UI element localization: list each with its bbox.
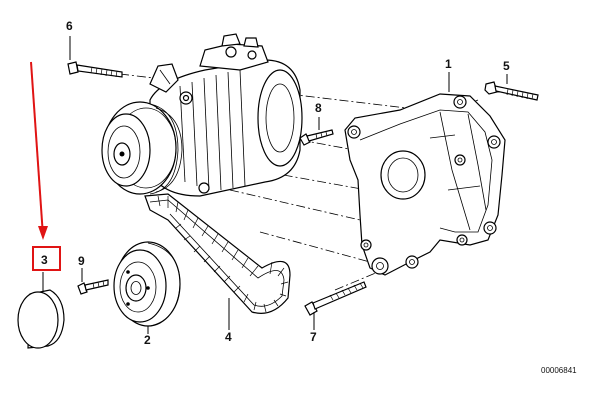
bolt-9 <box>77 279 109 295</box>
bolt-7 <box>304 281 367 316</box>
callout-1: 1 <box>445 57 452 71</box>
mounting-bracket <box>344 93 506 276</box>
highlight-annotation <box>30 61 61 271</box>
bolt-5 <box>484 81 539 101</box>
drive-belt <box>144 193 291 314</box>
callout-4: 4 <box>225 330 232 344</box>
callout-7: 7 <box>310 330 317 344</box>
red-highlight-box <box>32 246 61 271</box>
bolt-6 <box>67 61 123 78</box>
callout-9: 9 <box>78 254 85 268</box>
callout-2: 2 <box>144 333 151 347</box>
callout-5: 5 <box>503 59 510 73</box>
red-arrow-line <box>30 61 44 237</box>
bolt-8 <box>299 129 334 146</box>
callout-8: 8 <box>315 101 322 115</box>
cover-cap <box>17 289 65 349</box>
red-arrow-head <box>38 226 48 240</box>
ac-compressor <box>101 33 303 197</box>
callout-6: 6 <box>66 19 73 33</box>
tensioner-pulley <box>113 241 181 327</box>
leader-lines <box>42 36 508 334</box>
callout-3: 3 <box>41 253 48 267</box>
document-number: 00006841 <box>541 366 577 375</box>
callout-labels: 6 1 5 8 9 3 2 4 7 <box>41 19 510 347</box>
